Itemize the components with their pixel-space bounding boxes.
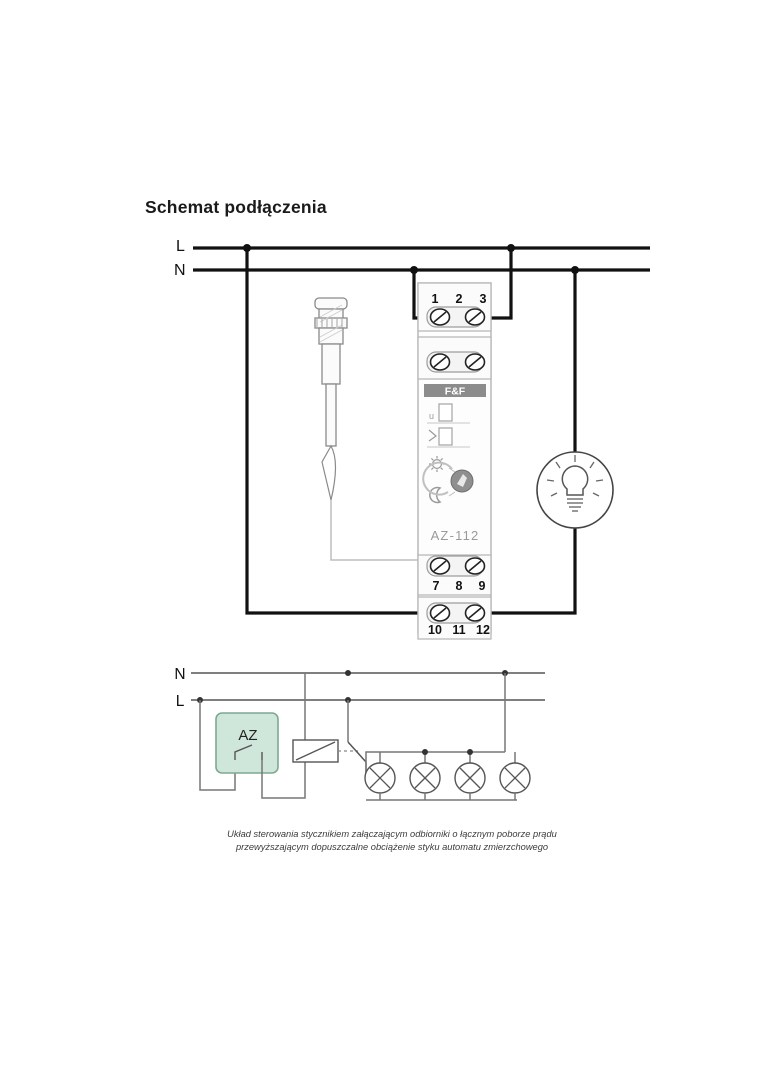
az-switch-contact bbox=[234, 744, 253, 760]
screw-terminal-10 bbox=[429, 604, 451, 622]
lamp-cross-circle-3 bbox=[454, 752, 486, 800]
lamp-top-bus bbox=[365, 751, 505, 780]
junction-dot-lamp-2 bbox=[422, 749, 428, 755]
terminal-number-11: 11 bbox=[452, 623, 465, 637]
terminal-number-1: 1 bbox=[432, 292, 439, 306]
az-output-to-coil bbox=[261, 758, 306, 799]
caption-line-2: przewyższającym dopuszczalne obciążenie … bbox=[235, 842, 549, 853]
lamp-cross-circle-1 bbox=[364, 752, 396, 800]
light-sensor-probe bbox=[314, 297, 348, 501]
terminal-number-3: 3 bbox=[480, 292, 487, 306]
coil-diagonal bbox=[295, 741, 336, 761]
screw-terminal-second-left bbox=[429, 353, 451, 371]
live-branch-to-terminal-10 bbox=[245, 248, 428, 615]
screw-terminal-9 bbox=[464, 557, 486, 575]
junction-dot-n-bottom-mid bbox=[345, 670, 351, 676]
terminal-number-8: 8 bbox=[456, 579, 463, 593]
lamp-cross-circle-2 bbox=[409, 752, 441, 800]
u-indicator-icon: u bbox=[427, 403, 470, 424]
contactor-switch-blade bbox=[347, 741, 367, 763]
page-title: Schemat podłączenia bbox=[145, 197, 327, 217]
terminal-number-12: 12 bbox=[476, 623, 490, 637]
terminal-number-7: 7 bbox=[433, 579, 440, 593]
lamp-to-terminal-12-wire bbox=[484, 528, 577, 615]
terminal-number-9: 9 bbox=[479, 579, 486, 593]
junction-dot-lamp-3 bbox=[467, 749, 473, 755]
lamp-cross-circle-4 bbox=[499, 752, 531, 800]
device-model-label: AZ-112 bbox=[431, 528, 480, 543]
rail-label-live-top: L bbox=[176, 238, 185, 255]
sensor-cable bbox=[330, 500, 418, 561]
relay-indicator-icon bbox=[427, 427, 470, 448]
caption-line-1: Układ sterowania stycznikiem załączający… bbox=[227, 829, 557, 839]
brand-logo-band bbox=[424, 384, 486, 397]
figure-caption: Układ sterowania stycznikiem załączający… bbox=[92, 828, 692, 855]
screw-terminal-1 bbox=[429, 308, 451, 326]
terminal-number-2: 2 bbox=[456, 292, 463, 306]
rail-label-neutral-bottom: N bbox=[174, 666, 185, 683]
rail-label-live-bottom: L bbox=[176, 693, 185, 710]
brand-logo-text: F&F bbox=[445, 386, 466, 398]
screw-terminal-7 bbox=[429, 557, 451, 575]
rail-label-neutral-top: N bbox=[174, 262, 186, 279]
screw-terminal-second-right bbox=[464, 353, 486, 371]
screw-terminal-3 bbox=[464, 308, 486, 326]
screw-terminal-12 bbox=[464, 604, 486, 622]
rotary-knob-icon bbox=[422, 461, 474, 496]
svg-text:u: u bbox=[429, 411, 434, 421]
live-branch-to-terminal-3 bbox=[483, 248, 513, 320]
az-device-label: AZ bbox=[238, 727, 257, 744]
live-wire-to-az bbox=[199, 700, 236, 791]
terminal-number-10: 10 bbox=[428, 623, 442, 637]
lamp-symbol bbox=[536, 451, 614, 529]
